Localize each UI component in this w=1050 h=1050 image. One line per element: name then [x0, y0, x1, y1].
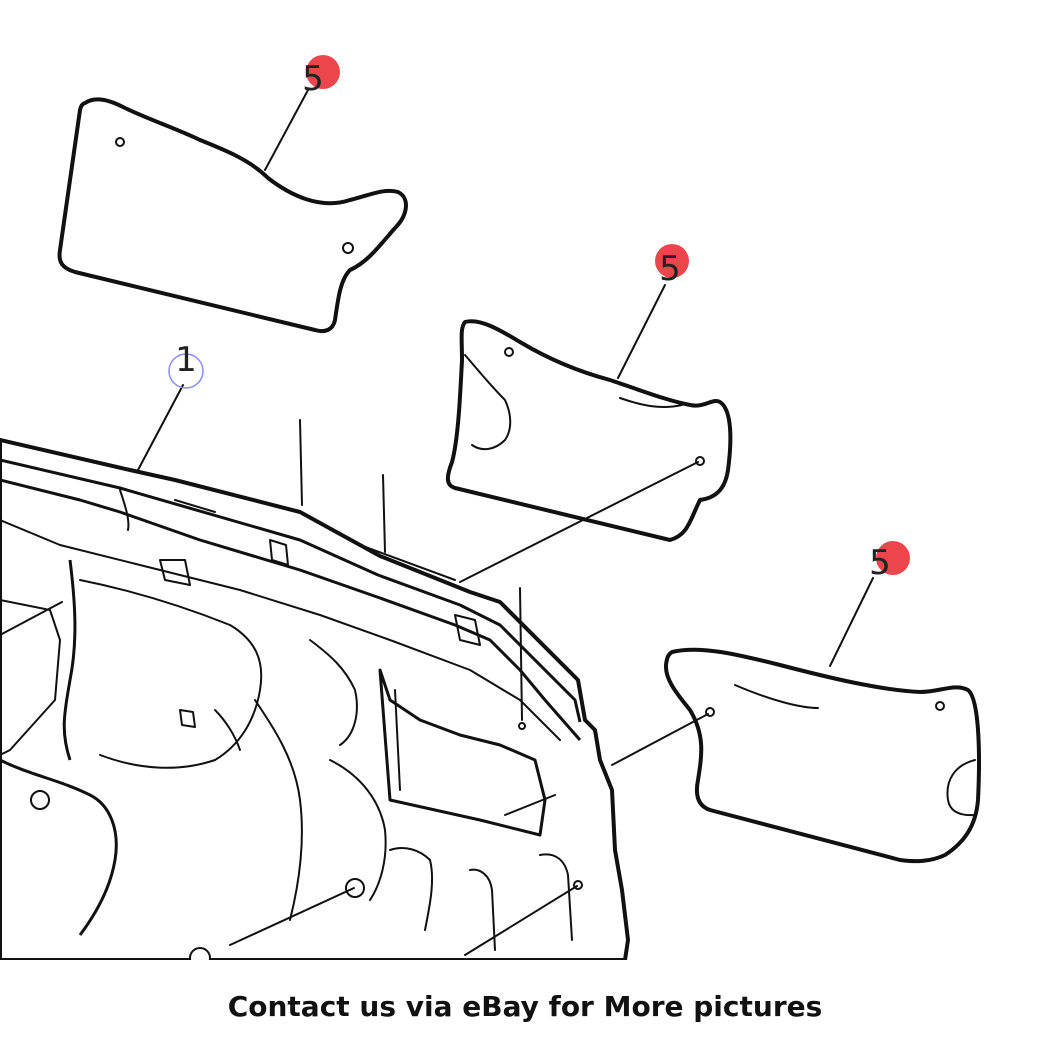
- callout-5-middle: 5: [655, 244, 689, 289]
- callout-label: 5: [659, 249, 681, 289]
- insulation-panel-top: [57, 97, 408, 334]
- contact-caption: Contact us via eBay for More pictures: [227, 990, 823, 1023]
- insulation-panel-right: [663, 647, 981, 864]
- callout-highlight: [306, 55, 340, 89]
- parts-diagram: 5 5 5 1: [0, 55, 981, 960]
- callout-5-top: 5: [302, 55, 340, 99]
- callout-highlight: [655, 244, 689, 278]
- callout-highlight: [876, 541, 910, 575]
- callout-label: 5: [869, 543, 891, 583]
- callout-label: 5: [302, 59, 324, 99]
- leader-lines: [0, 89, 874, 956]
- callout-label: 1: [175, 340, 197, 380]
- callout-5-right: 5: [869, 541, 910, 583]
- callout-highlight: [168, 353, 204, 389]
- bulkhead-assembly: [0, 438, 630, 960]
- callout-1-bulkhead: 1: [168, 340, 204, 389]
- insulation-panel-middle: [445, 319, 733, 542]
